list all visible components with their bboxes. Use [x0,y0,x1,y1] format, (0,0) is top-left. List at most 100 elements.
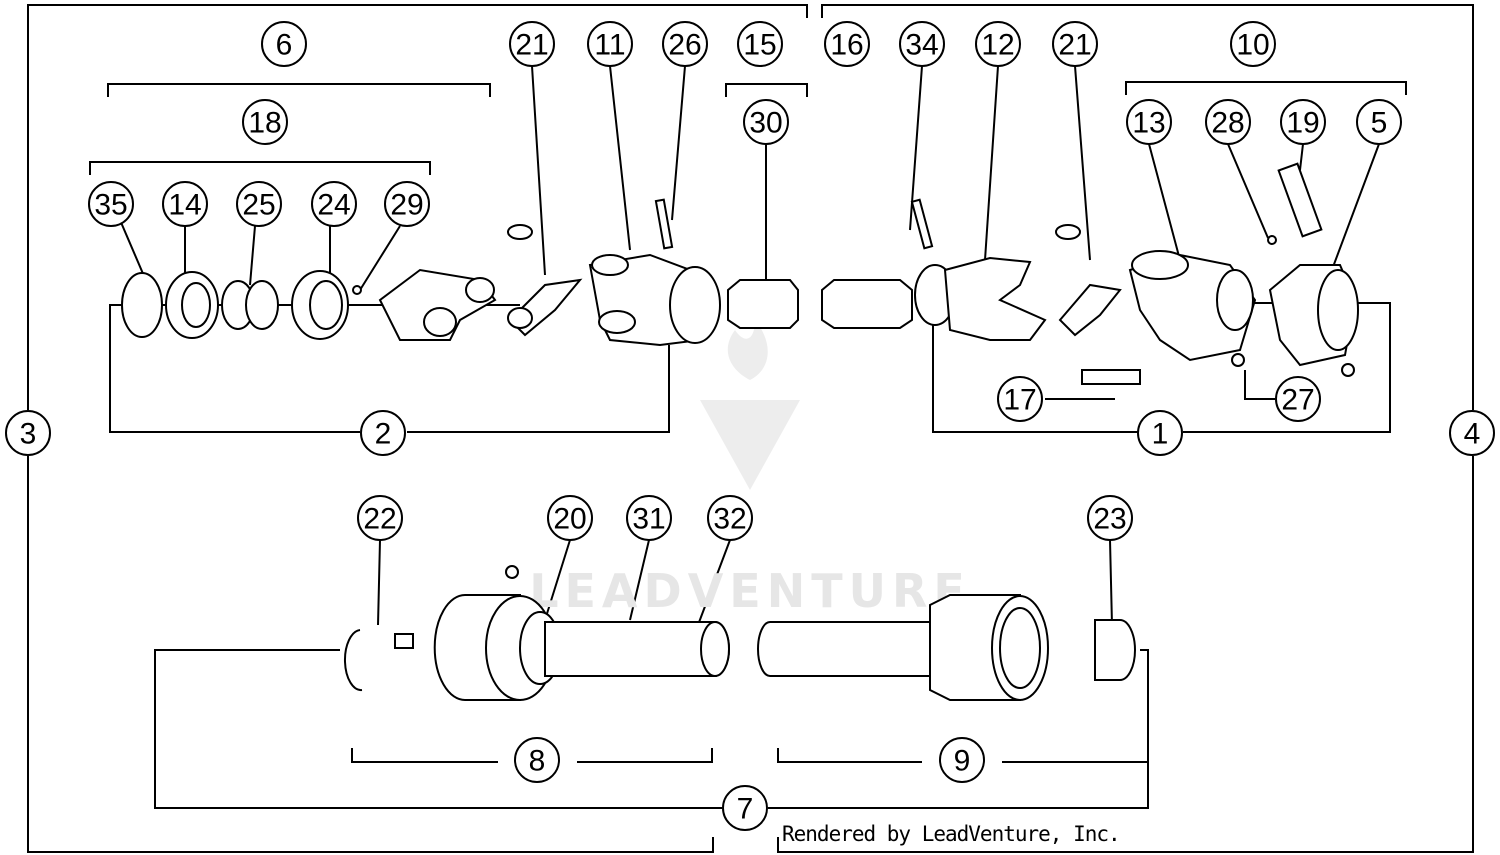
callout-11: 11 [587,21,633,67]
callout-circle [360,410,406,456]
callout-23: 23 [1087,495,1133,541]
callout-circle [1230,21,1276,67]
callout-circle [162,181,208,227]
watermark-text: LEADVENTURE [529,564,971,618]
tube-32 [700,621,730,677]
callout-number: 28 [1211,107,1244,140]
callout-circle [261,21,307,67]
bolt-17 [1081,369,1141,385]
callout-circle [997,376,1043,422]
callout-circle [236,181,282,227]
callout-circle [975,21,1021,67]
upper-assembly-parts [121,162,1359,385]
callout-5: 5 [1356,99,1402,145]
callout-12: 12 [975,21,1021,67]
callout-21: 21 [509,21,555,67]
callout-number: 13 [1132,107,1165,140]
tube-9 [757,621,931,677]
callout-circle [547,495,593,541]
callout-number: 19 [1286,107,1319,140]
callout-circle [357,495,403,541]
callout-number: 20 [553,503,586,536]
callout-4: 4 [1449,410,1495,456]
callout-25: 25 [236,181,282,227]
callout-circle [707,495,753,541]
callout-number: 17 [1003,384,1036,417]
callout-35: 35 [88,181,134,227]
fitting-29 [352,285,362,295]
callout-18: 18 [242,99,288,145]
watermark-lettering: LEADVENTURE [529,564,971,618]
callout-34: 34 [899,21,945,67]
callout-circle [1449,410,1495,456]
callout-16: 16 [824,21,870,67]
callout-24: 24 [311,181,357,227]
callout-number: 35 [94,189,127,222]
callout-number: 6 [276,29,293,62]
callout-circle [1126,99,1172,145]
callout-number: 32 [713,503,746,536]
callout-8: 8 [514,737,560,783]
callout-circle [722,785,768,831]
callout-21: 21 [1052,21,1098,67]
callout-number: 2 [375,418,392,451]
ring-25b [245,280,279,330]
callout-circle [514,737,560,783]
callout-circle [587,21,633,67]
callout-number: 34 [905,29,938,62]
callout-number: 9 [954,745,971,778]
ring-35 [121,272,163,338]
callout-circle [242,99,288,145]
callout-circle [1087,495,1133,541]
callout-circle [509,21,555,67]
nut-27 [1231,353,1245,367]
callout-3: 3 [5,410,51,456]
callout-20: 20 [547,495,593,541]
callout-number: 12 [981,29,1014,62]
callout-number: 30 [749,107,782,140]
callout-17: 17 [997,376,1043,422]
cross-21b [1058,283,1122,337]
callout-number: 22 [363,503,396,536]
callout-31: 31 [626,495,672,541]
callout-29: 29 [384,181,430,227]
pin-34 [910,198,934,250]
clip-23 [1094,619,1136,681]
sleeve-16 [821,279,913,329]
callout-22: 22 [357,495,403,541]
callout-circle [899,21,945,67]
callout-circle [1205,99,1251,145]
callout-9: 9 [939,737,985,783]
callout-19: 19 [1280,99,1326,145]
bracket-lines [27,4,1474,853]
callout-number: 11 [594,29,625,62]
callout-number: 5 [1371,107,1388,140]
callout-number: 29 [390,189,423,222]
callout-1: 1 [1137,410,1183,456]
callout-number: 7 [737,793,754,826]
callout-circle [1280,99,1326,145]
callout-circle [743,99,789,145]
callout-number: 16 [830,29,863,62]
nut-5 [1341,363,1355,377]
callout-number: 4 [1464,418,1481,451]
callout-32: 32 [707,495,753,541]
render-credit: Rendered by LeadVenture, Inc. [782,822,1121,846]
callout-circle [737,21,783,67]
callout-circle [5,410,51,456]
yoke-12 [943,256,1047,341]
callout-number: 18 [248,107,281,140]
clip-22 [343,629,363,692]
callout-number: 23 [1093,503,1126,536]
callout-circle [626,495,672,541]
callout-circle [88,181,134,227]
callout-circle [1137,410,1183,456]
callout-circle [1052,21,1098,67]
spring-19 [1277,162,1323,238]
callout-15: 15 [737,21,783,67]
callout-number: 14 [168,189,201,222]
callout-30: 30 [743,99,789,145]
callout-28: 28 [1205,99,1251,145]
callout-circle [384,181,430,227]
